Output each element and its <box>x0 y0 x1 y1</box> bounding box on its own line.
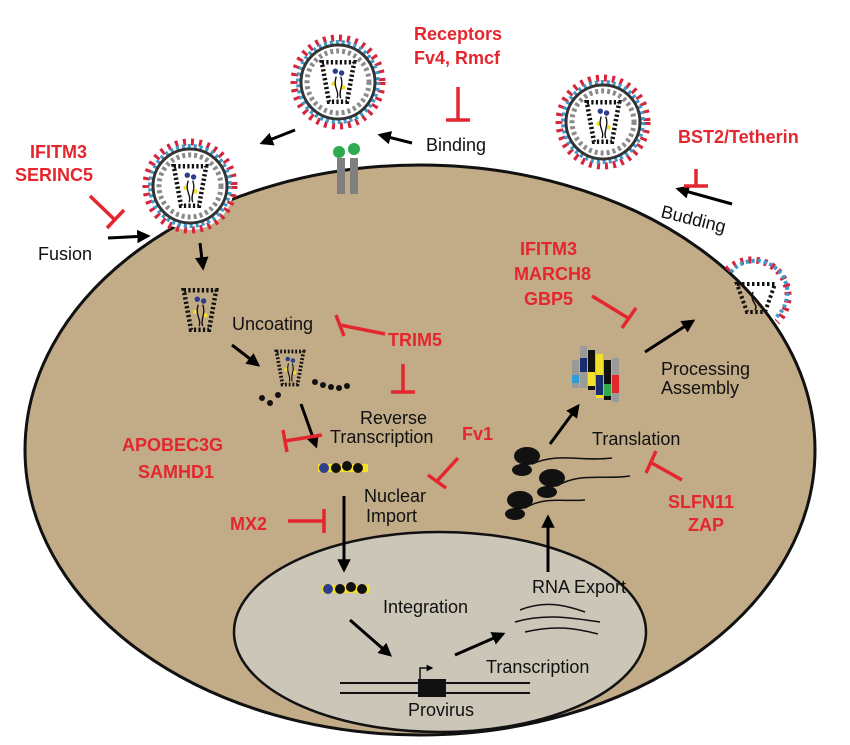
factor-march8: MARCH8 <box>514 264 591 284</box>
factor-gbp5: GBP5 <box>524 289 573 309</box>
factor-bst2: BST2/Tetherin <box>678 127 799 147</box>
factor-fv1: Fv1 <box>462 424 493 444</box>
provirus-dna <box>340 664 530 697</box>
label-assembly: Assembly <box>661 378 739 398</box>
ribosomes <box>505 447 631 520</box>
viral-proteins <box>572 346 619 402</box>
budding-virion <box>724 256 792 325</box>
label-binding: Binding <box>426 135 486 155</box>
virion-top <box>294 38 382 126</box>
label-rna-export: RNA Export <box>532 577 626 597</box>
receptor <box>333 143 360 194</box>
label-fusion: Fusion <box>38 244 92 264</box>
factor-mx2: MX2 <box>230 514 267 534</box>
factor-ifitm3: IFITM3 <box>30 142 87 162</box>
rna-strands <box>514 603 601 635</box>
factor-serinc5: SERINC5 <box>15 165 93 185</box>
capsid-debris <box>259 379 350 406</box>
factor-zap: ZAP <box>688 515 724 535</box>
label-uncoating: Uncoating <box>232 314 313 334</box>
pathway-arrows <box>107 128 733 657</box>
label-transcription: Transcription <box>486 657 589 677</box>
label-import: Import <box>366 506 417 526</box>
label-nuclear: Nuclear <box>364 486 426 506</box>
pic-complex <box>318 461 368 473</box>
label-provirus: Provirus <box>408 700 474 720</box>
factor-samhd1: SAMHD1 <box>138 462 214 482</box>
factor-ifitm3-late: IFITM3 <box>520 239 577 259</box>
virion-released <box>559 78 647 166</box>
label-integration: Integration <box>383 597 468 617</box>
factor-apobec3g: APOBEC3G <box>122 435 223 455</box>
factor-fv4-rmcf: Fv4, Rmcf <box>414 48 501 68</box>
factor-slfn11: SLFN11 <box>668 492 734 512</box>
label-reverse: Reverse <box>360 408 427 428</box>
nucleus <box>232 530 648 734</box>
pic-in-nucleus <box>322 582 370 594</box>
label-transcription-rt: Transcription <box>330 427 433 447</box>
label-processing: Processing <box>661 359 750 379</box>
inhibition-symbols <box>88 87 708 533</box>
factor-trim5: TRIM5 <box>388 330 442 350</box>
factor-receptors: Receptors <box>414 24 502 44</box>
label-translation: Translation <box>592 429 680 449</box>
virion-fusing <box>146 142 234 230</box>
